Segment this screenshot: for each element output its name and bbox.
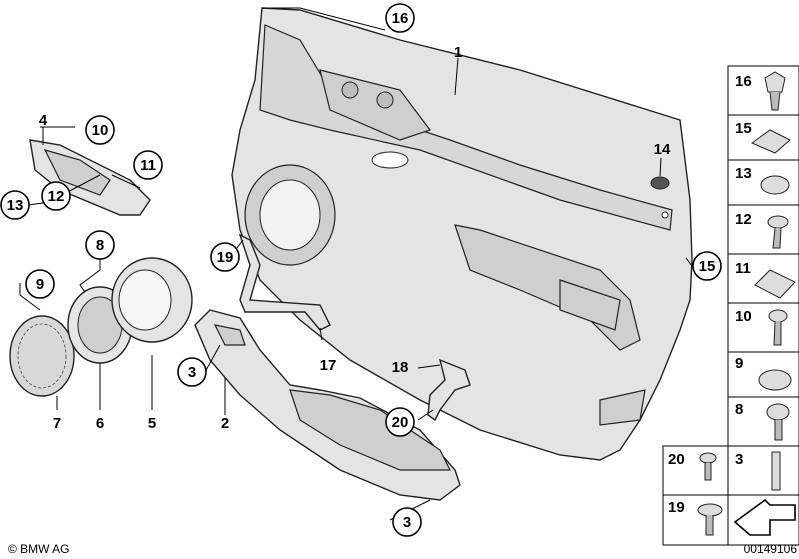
door-pull-handle <box>194 309 461 501</box>
callout-4: 4 <box>39 112 48 129</box>
svg-text:20: 20 <box>392 414 409 431</box>
svg-text:11: 11 <box>735 260 751 277</box>
svg-text:13: 13 <box>735 165 752 182</box>
svg-text:15: 15 <box>735 120 752 137</box>
svg-text:3: 3 <box>188 364 196 381</box>
callout-12: 12 <box>41 181 71 211</box>
svg-text:2: 2 <box>221 415 229 432</box>
callout-17: 17 <box>320 357 337 374</box>
svg-text:6: 6 <box>96 415 104 432</box>
svg-text:14: 14 <box>654 141 671 158</box>
arrow-icon <box>733 498 796 536</box>
svg-text:1: 1 <box>454 44 462 61</box>
callout-3-lower: 3 <box>392 507 422 537</box>
svg-text:20: 20 <box>668 451 685 468</box>
svg-text:8: 8 <box>735 401 743 418</box>
leader-lines <box>19 7 693 521</box>
svg-text:16: 16 <box>735 73 752 90</box>
callout-8: 8 <box>85 230 115 260</box>
callout-10: 10 <box>85 115 115 145</box>
svg-text:19: 19 <box>668 499 685 516</box>
svg-text:5: 5 <box>148 415 156 432</box>
svg-text:10: 10 <box>92 122 109 139</box>
callout-18: 18 <box>392 359 409 376</box>
fastener-14 <box>650 176 670 190</box>
speaker-ring-5 <box>111 257 193 343</box>
callout-15: 15 <box>692 251 722 281</box>
svg-text:12: 12 <box>48 188 65 205</box>
bracket-18 <box>427 358 471 422</box>
callout-9: 9 <box>25 269 55 299</box>
svg-text:3: 3 <box>735 451 743 468</box>
callout-16: 16 <box>385 3 415 33</box>
svg-text:9: 9 <box>36 276 44 293</box>
diagram-number: 00149106 <box>744 542 798 556</box>
svg-text:3: 3 <box>403 514 411 531</box>
svg-text:18: 18 <box>392 359 409 376</box>
callout-20: 20 <box>385 407 415 437</box>
callout-13: 13 <box>0 190 30 220</box>
callout-11: 11 <box>133 150 163 180</box>
svg-text:11: 11 <box>140 157 156 174</box>
svg-text:9: 9 <box>735 355 743 372</box>
door-trim-panel <box>231 7 693 461</box>
svg-text:8: 8 <box>96 237 104 254</box>
fastener-legend: 16 15 13 12 11 10 9 8 20 3 <box>662 65 799 546</box>
svg-text:7: 7 <box>53 415 61 432</box>
callout-2: 2 <box>221 415 229 432</box>
callout-5: 5 <box>148 415 156 432</box>
callout-19: 19 <box>210 242 240 272</box>
tweeter-cover-4 <box>29 139 151 216</box>
callout-3-upper: 3 <box>177 357 207 387</box>
copyright-text: © BMW AG <box>8 542 70 556</box>
callout-14: 14 <box>654 141 671 158</box>
svg-text:15: 15 <box>699 258 716 275</box>
bracket-17 <box>238 233 331 331</box>
svg-text:16: 16 <box>392 10 409 27</box>
svg-text:4: 4 <box>39 112 48 129</box>
speaker-grille-7 <box>9 315 75 397</box>
callout-6: 6 <box>96 415 104 432</box>
callout-7: 7 <box>53 415 61 432</box>
svg-text:17: 17 <box>320 357 337 374</box>
svg-text:10: 10 <box>735 308 752 325</box>
callout-1: 1 <box>454 44 462 61</box>
svg-text:13: 13 <box>7 197 24 214</box>
svg-text:12: 12 <box>735 211 752 228</box>
svg-text:19: 19 <box>217 249 234 266</box>
